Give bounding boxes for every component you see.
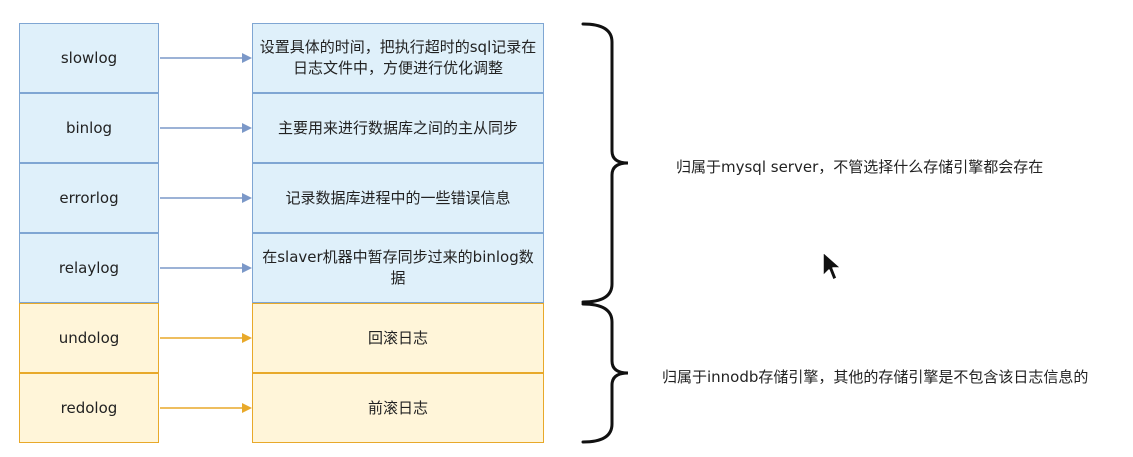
log-box-undolog: undolog: [19, 303, 159, 373]
log-name: undolog: [58, 328, 120, 347]
desc-box-redolog: 前滚日志: [252, 373, 544, 443]
desc-box-errorlog: 记录数据库进程中的一些错误信息: [252, 163, 544, 233]
log-description: 设置具体的时间，把执行超时的sql记录在日志文件中，方便进行优化调整: [259, 38, 537, 77]
annotation-mysql-server: 归属于mysql server，不管选择什么存储引擎都会存在: [676, 158, 1044, 176]
arrow-head-errorlog: [242, 193, 252, 203]
log-box-errorlog: errorlog: [19, 163, 159, 233]
log-name: relaylog: [58, 258, 120, 277]
log-box-slowlog: slowlog: [19, 23, 159, 93]
arrow-head-binlog: [242, 123, 252, 133]
brace-mysql-server: [581, 22, 629, 304]
arrow-head-slowlog: [242, 53, 252, 63]
arrow-head-undolog: [242, 333, 252, 343]
log-description: 主要用来进行数据库之间的主从同步: [277, 118, 518, 137]
desc-box-slowlog: 设置具体的时间，把执行超时的sql记录在日志文件中，方便进行优化调整: [252, 23, 544, 93]
log-description: 记录数据库进程中的一些错误信息: [285, 188, 511, 207]
annotation-innodb: 归属于innodb存储引擎，其他的存储引擎是不包含该日志信息的: [662, 368, 1089, 386]
arrow-head-relaylog: [242, 263, 252, 273]
log-box-binlog: binlog: [19, 93, 159, 163]
mouse-pointer-icon: [822, 251, 842, 281]
log-name: binlog: [65, 118, 113, 137]
log-name: redolog: [60, 398, 118, 417]
desc-box-relaylog: 在slaver机器中暂存同步过来的binlog数据: [252, 233, 544, 303]
brace-innodb: [581, 302, 629, 444]
log-description: 前滚日志: [367, 398, 428, 417]
log-name: slowlog: [60, 48, 118, 67]
arrow-head-redolog: [242, 403, 252, 413]
log-box-relaylog: relaylog: [19, 233, 159, 303]
log-box-redolog: redolog: [19, 373, 159, 443]
log-name: errorlog: [59, 188, 119, 207]
log-description: 在slaver机器中暂存同步过来的binlog数据: [262, 248, 534, 287]
log-description: 回滚日志: [367, 328, 428, 347]
desc-box-binlog: 主要用来进行数据库之间的主从同步: [252, 93, 544, 163]
desc-box-undolog: 回滚日志: [252, 303, 544, 373]
